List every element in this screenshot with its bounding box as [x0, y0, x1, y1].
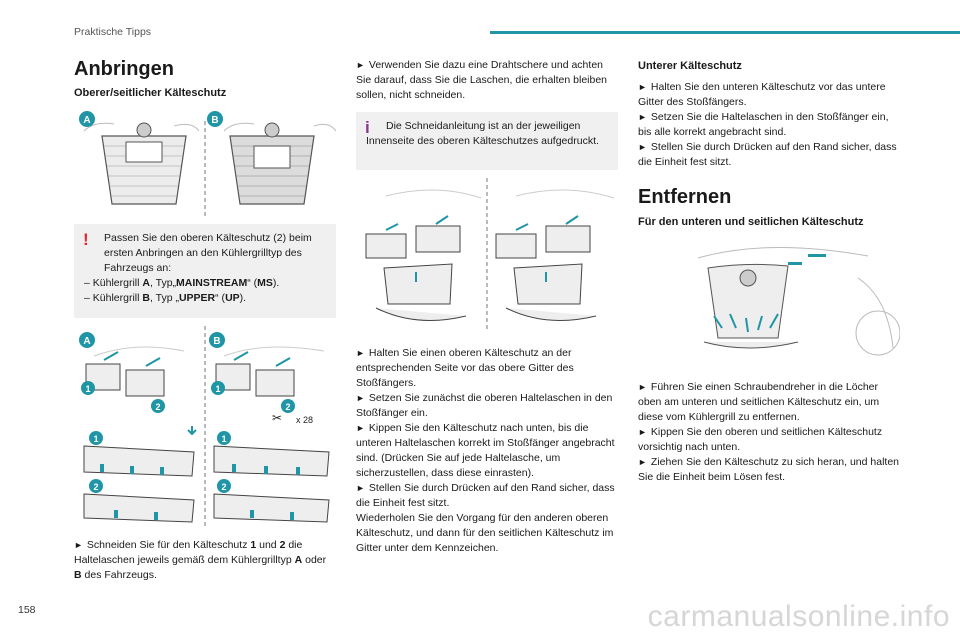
removal-illustration: [697, 247, 900, 356]
svg-text:2: 2: [93, 482, 98, 492]
info-box: i Die Schneidanleitung ist an der jeweil…: [356, 112, 618, 170]
cut-count: x 28: [296, 415, 313, 425]
step-2: ►Setzen Sie zunächst die oberen Haltelas…: [356, 392, 613, 419]
cutting-instruction: ►Schneiden Sie für den Kälteschutz 1 und…: [74, 539, 327, 581]
page-number: 158: [18, 604, 36, 616]
watermark: carmanualsonline.info: [647, 600, 950, 633]
step-4: ►Stellen Sie durch Drücken auf den Rand …: [356, 482, 615, 509]
step-1: ►Halten Sie einen oberen Kälteschutz an …: [356, 347, 574, 389]
repeat-note: Wiederholen Sie den Vorgang für den ande…: [356, 512, 614, 554]
upper-steps: ►Halten Sie einen oberen Kälteschutz an …: [356, 346, 618, 556]
svg-text:2: 2: [155, 402, 160, 412]
running-header: Praktische Tipps: [74, 26, 152, 38]
cutting-illustration: A B 1 2 1 2 x 28 1 2 1 2 ✂: [79, 326, 330, 526]
svg-text:1: 1: [215, 384, 220, 394]
header-accent-bar: [490, 31, 960, 34]
warning-icon: !: [83, 230, 89, 249]
label-b: B: [211, 115, 218, 126]
info-text: Die Schneidanleitung ist an der jeweilig…: [366, 120, 599, 147]
warning-box: ! Passen Sie den oberen Kälteschutz (2) …: [74, 224, 336, 318]
step-3: ►Kippen Sie den Kälteschutz nach unten, …: [356, 422, 615, 479]
removal-subtitle: Für den unteren und seitlichen Kälteschu…: [638, 216, 864, 228]
removal-steps: ►Führen Sie einen Schraubendreher in die…: [638, 381, 899, 483]
page-title: Anbringen: [74, 58, 174, 80]
svg-text:1: 1: [93, 434, 98, 444]
svg-text:1: 1: [221, 434, 226, 444]
section-subtitle: Oberer/seitlicher Kälteschutz: [74, 87, 227, 99]
svg-text:A: A: [83, 336, 90, 347]
warning-text: Passen Sie den oberen Kälteschutz (2) be…: [104, 232, 312, 274]
label-a: A: [83, 115, 90, 126]
warning-item-b: – Kühlergrill B, Typ „UPPER“ (UP).: [84, 292, 247, 304]
intro-step: ►Verwenden Sie dazu eine Drahtschere und…: [356, 59, 608, 101]
svg-text:B: B: [213, 336, 220, 347]
lower-cover-subtitle: Unterer Kälteschutz: [638, 60, 742, 72]
svg-text:2: 2: [285, 402, 290, 412]
lower-steps: ►Halten Sie den unteren Kälteschutz vor …: [638, 81, 897, 168]
removal-title: Entfernen: [638, 186, 732, 208]
info-icon: i: [365, 118, 370, 137]
grille-illustration-ab: A B: [79, 111, 336, 216]
svg-text:✂: ✂: [272, 411, 282, 425]
svg-text:2: 2: [221, 482, 226, 492]
svg-text:1: 1: [85, 384, 90, 394]
upper-cover-illustration: [365, 178, 615, 330]
warning-item-a: – Kühlergrill A, Typ„MAINSTREAM“ (MS).: [84, 277, 280, 289]
